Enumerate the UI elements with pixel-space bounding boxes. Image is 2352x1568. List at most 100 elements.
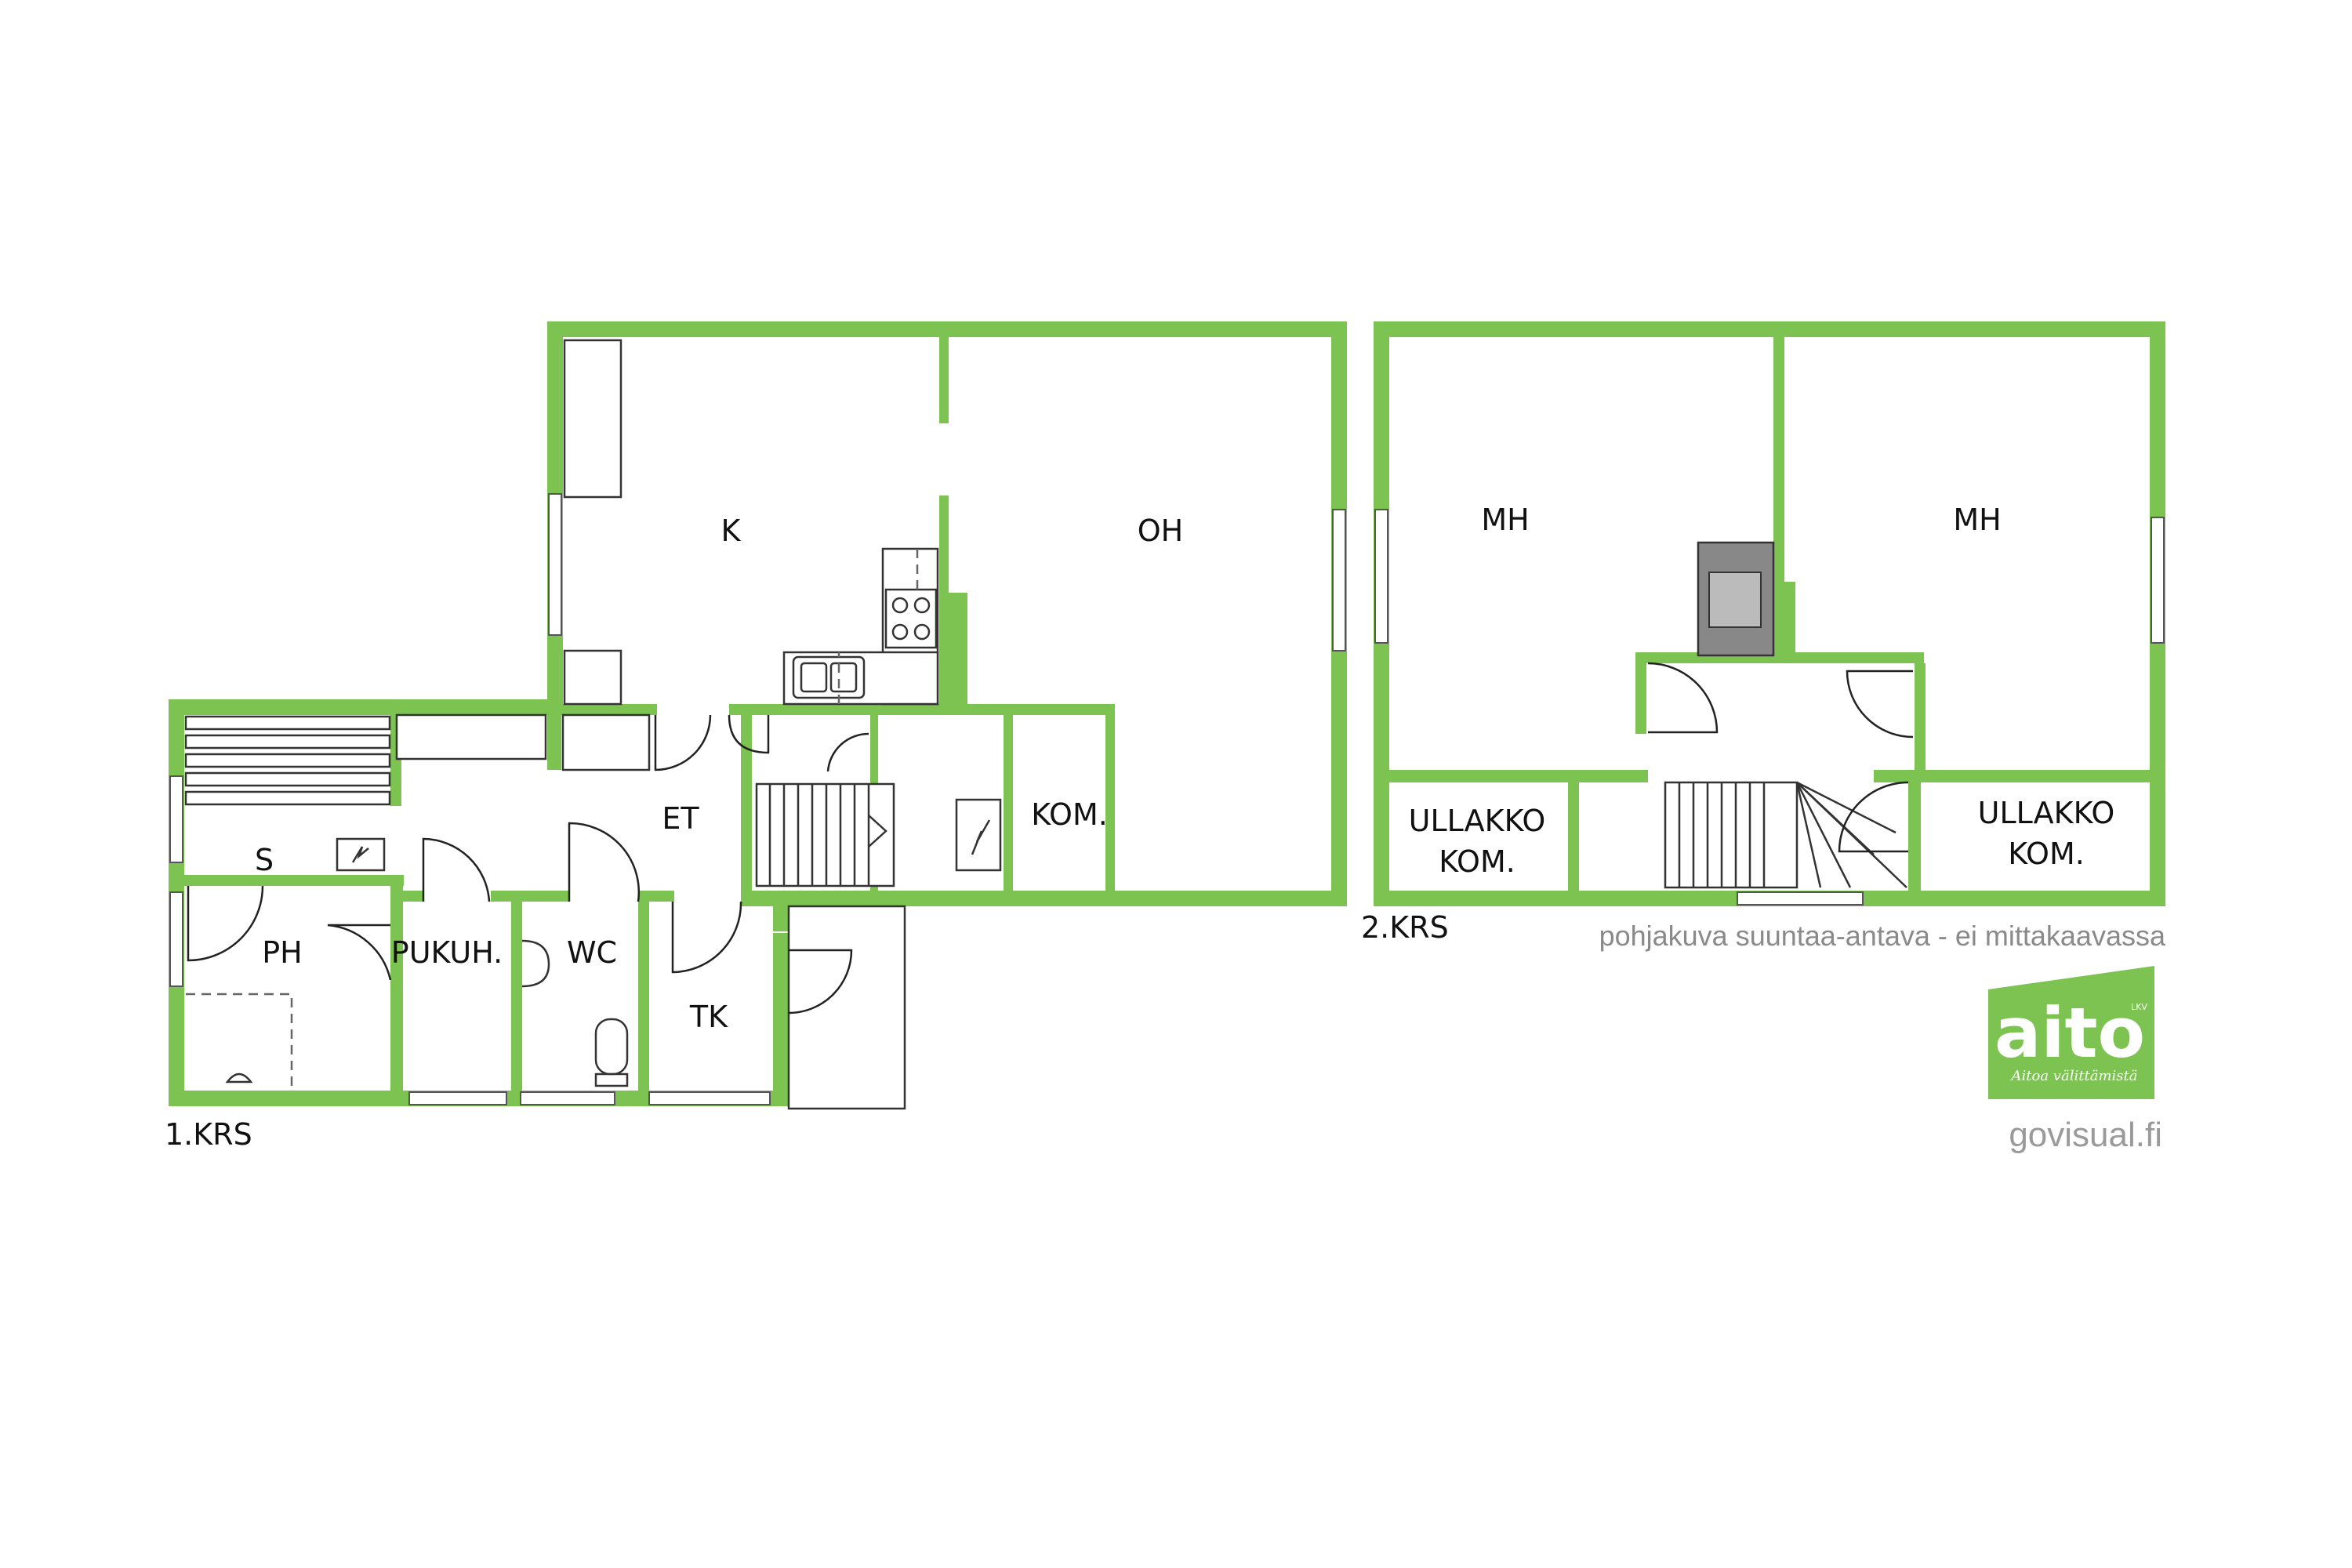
room-label-washroom: PH bbox=[262, 935, 303, 970]
wall bbox=[522, 891, 569, 902]
room-label-closet: KOM. bbox=[1031, 797, 1108, 832]
wall bbox=[1374, 321, 2165, 337]
wall bbox=[1908, 782, 1921, 891]
floor-2-plan: MH MH ULLAKKO KOM. ULLAKKO KOM. 2.KRS bbox=[1361, 321, 2165, 945]
stove-burner-icon bbox=[913, 623, 931, 641]
chimney-flue-icon bbox=[1708, 572, 1762, 628]
wall bbox=[1635, 663, 1646, 734]
electric-symbol-icon bbox=[351, 846, 369, 863]
door-swing bbox=[728, 714, 770, 754]
room-label-sauna: S bbox=[255, 843, 274, 877]
wall bbox=[1915, 742, 1926, 782]
window bbox=[169, 891, 183, 987]
room-label-entrance: ET bbox=[662, 801, 699, 836]
sauna-bench bbox=[184, 715, 391, 806]
wall bbox=[1915, 663, 1926, 742]
sink-basin-icon bbox=[800, 662, 828, 693]
floor-label-1: 1.KRS bbox=[165, 1117, 252, 1152]
porch-outline bbox=[787, 905, 906, 1110]
door-swing bbox=[1846, 670, 1914, 739]
wall bbox=[729, 704, 1113, 715]
stove-burner-icon bbox=[913, 597, 931, 614]
wall bbox=[939, 495, 949, 704]
sink-icon bbox=[792, 655, 866, 699]
logo-badge bbox=[1988, 966, 2154, 1099]
electric-symbol-icon bbox=[971, 819, 991, 855]
wall bbox=[741, 713, 752, 906]
kitchen-cabinet bbox=[563, 649, 622, 706]
staircase bbox=[755, 782, 895, 887]
window bbox=[1374, 509, 1388, 644]
floor-label-2: 2.KRS bbox=[1361, 910, 1449, 945]
shower-drain-icon bbox=[225, 1073, 253, 1083]
floor-1-plan: K OH ET KOM. S PH PUKUH. WC TK 1.KRS bbox=[165, 321, 1347, 1152]
electrical-panel-icon bbox=[955, 798, 1002, 872]
stove-burner-icon bbox=[891, 623, 909, 641]
appliance-dashed-outline bbox=[837, 549, 919, 704]
cabinet bbox=[561, 713, 651, 771]
window bbox=[648, 1091, 771, 1105]
room-label-living-room: OH bbox=[1138, 514, 1183, 548]
wall bbox=[563, 704, 657, 715]
window bbox=[1332, 509, 1346, 652]
stove-icon bbox=[884, 588, 938, 649]
window bbox=[548, 493, 562, 636]
kitchen-cabinet bbox=[563, 339, 622, 499]
door-swing bbox=[327, 924, 392, 981]
room-label-toilet: WC bbox=[567, 935, 617, 970]
room-label-kitchen: K bbox=[721, 514, 742, 548]
wall bbox=[1105, 704, 1115, 891]
wall bbox=[1635, 652, 1924, 663]
wall bbox=[741, 891, 1347, 906]
room-label-attic-left-line2: KOM. bbox=[1439, 844, 1515, 879]
window bbox=[520, 1091, 615, 1105]
wall bbox=[1389, 770, 1648, 782]
wall bbox=[169, 699, 563, 715]
wall bbox=[511, 891, 522, 1106]
kitchen-counter bbox=[782, 651, 939, 706]
credit-text: govisual.fi bbox=[2009, 1116, 2162, 1154]
disclaimer-text: pohjakuva suuntaa-antava - ei mittakaava… bbox=[1599, 920, 2166, 952]
wall bbox=[949, 593, 967, 704]
wall bbox=[773, 933, 789, 1106]
wall bbox=[1568, 782, 1579, 891]
room-label-bedroom-right: MH bbox=[1953, 503, 2001, 537]
wall bbox=[649, 891, 673, 902]
sink-icon bbox=[521, 939, 550, 988]
door-swing bbox=[671, 901, 742, 974]
wall bbox=[184, 875, 404, 886]
window bbox=[408, 1091, 507, 1105]
door-swing bbox=[422, 837, 491, 902]
staircase bbox=[1664, 781, 1907, 889]
wall bbox=[1874, 770, 2150, 782]
wall bbox=[1004, 713, 1013, 891]
window bbox=[1737, 891, 1864, 906]
door-swing bbox=[788, 949, 853, 1014]
logo-tagline: Aitoa välittämistä bbox=[2010, 1068, 2138, 1084]
room-label-attic-right-line2: KOM. bbox=[2008, 837, 2085, 871]
wall bbox=[403, 891, 423, 902]
wall bbox=[939, 337, 949, 423]
room-label-bedroom-left: MH bbox=[1481, 503, 1529, 537]
room-label-dressing-room: PUKUH. bbox=[391, 935, 503, 970]
door-swing bbox=[1647, 662, 1719, 734]
sink-basin-icon bbox=[829, 662, 858, 693]
logo-superscript: LKV bbox=[2131, 1002, 2147, 1012]
wall bbox=[547, 321, 1345, 337]
aito-logo: aito LKV Aitoa välittämistä bbox=[1988, 966, 2154, 1099]
bench bbox=[395, 713, 547, 760]
window bbox=[169, 775, 183, 863]
logo-brand-text: aito bbox=[1994, 993, 2145, 1073]
wall bbox=[741, 891, 788, 902]
room-label-attic-right-line1: ULLAKKO bbox=[1978, 796, 2115, 830]
wall bbox=[1784, 582, 1795, 660]
wall bbox=[390, 877, 403, 1106]
stove-burner-icon bbox=[891, 597, 909, 614]
window bbox=[2151, 517, 2165, 644]
room-label-attic-left-line1: ULLAKKO bbox=[1409, 804, 1546, 838]
shower-area-outline bbox=[186, 993, 293, 1091]
door-swing bbox=[826, 732, 869, 772]
door-swing bbox=[568, 822, 641, 902]
wall bbox=[547, 710, 561, 770]
door-swing bbox=[1838, 781, 1909, 853]
